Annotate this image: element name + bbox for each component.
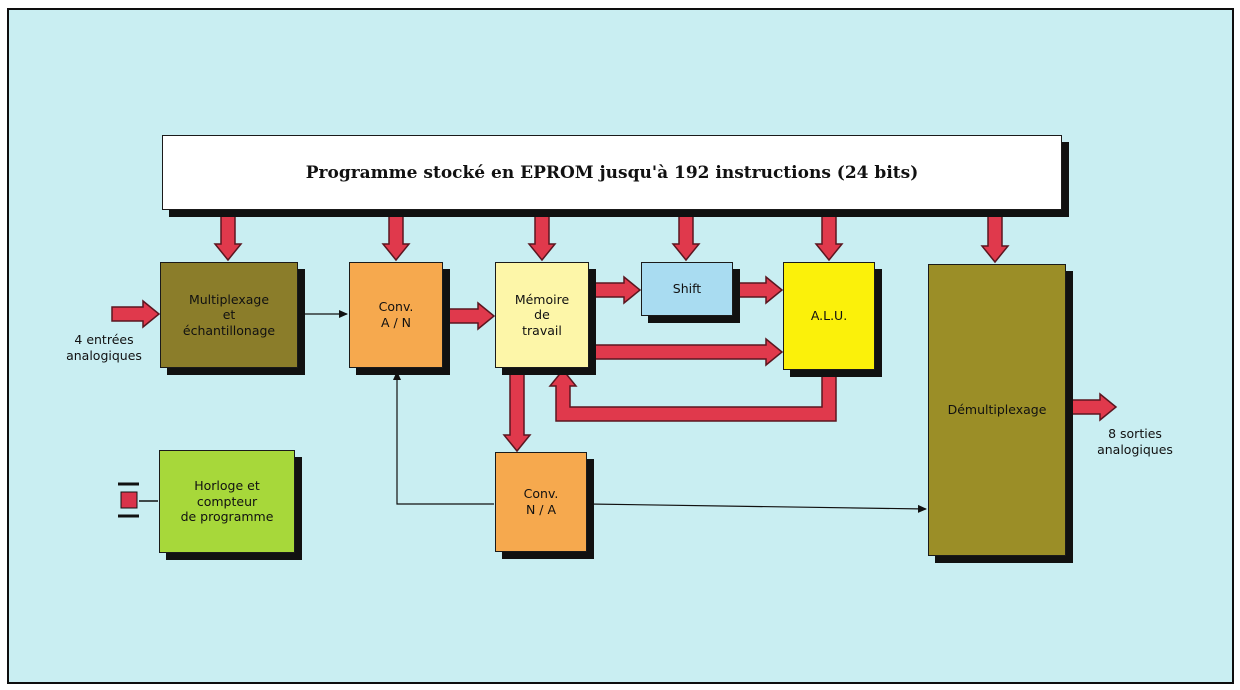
prog-to-alu-arrow bbox=[814, 212, 844, 262]
shift-to-alu-arrow bbox=[735, 275, 784, 305]
horloge-label: Horloge et compteur de programme bbox=[180, 478, 274, 525]
memoire-to-conv-na-arrow bbox=[502, 369, 532, 453]
memoire-to-shift-arrow bbox=[589, 275, 642, 305]
conv-an-block: Conv. A / N bbox=[349, 262, 443, 368]
multiplexage-label: Multiplexage et échantillonage bbox=[182, 291, 276, 338]
memoire-to-alu-arrow bbox=[589, 337, 784, 367]
conv-na-to-demultiplexage-line bbox=[587, 503, 927, 513]
alu-to-memoire-feedback-arrow bbox=[548, 368, 837, 422]
conv-an-label: Conv. A / N bbox=[378, 299, 414, 330]
conv-na-block: Conv. N / A bbox=[495, 452, 587, 552]
crystal-body bbox=[120, 491, 138, 509]
program-eprom-box: Programme stocké en EPROM jusqu'à 192 in… bbox=[162, 135, 1062, 210]
horloge-block: Horloge et compteur de programme bbox=[159, 450, 295, 553]
conv-na-label: Conv. N / A bbox=[523, 486, 559, 517]
prog-to-multiplexage-arrow bbox=[213, 212, 243, 262]
prog-to-shift-arrow bbox=[671, 212, 701, 262]
demultiplexage-block: Démultiplexage bbox=[928, 264, 1066, 556]
prog-to-conv-an-arrow bbox=[381, 212, 411, 262]
shift-label: Shift bbox=[672, 281, 702, 297]
conv-na-to-conv-an-line bbox=[393, 371, 494, 505]
inputs-arrow bbox=[111, 299, 161, 329]
prog-to-memoire-arrow bbox=[527, 212, 557, 262]
shift-block: Shift bbox=[641, 262, 733, 316]
outputs-label: 8 sorties analogiques bbox=[1097, 426, 1173, 457]
alu-block: A.L.U. bbox=[783, 262, 875, 370]
alu-label: A.L.U. bbox=[810, 308, 848, 324]
memoire-block: Mémoire de travail bbox=[495, 262, 589, 368]
demultiplexage-label: Démultiplexage bbox=[947, 402, 1047, 418]
multiplexage-block: Multiplexage et échantillonage bbox=[160, 262, 298, 368]
memoire-label: Mémoire de travail bbox=[514, 291, 570, 338]
outputs-arrow bbox=[1069, 392, 1118, 422]
program-eprom-label: Programme stocké en EPROM jusqu'à 192 in… bbox=[305, 162, 919, 183]
conv-an-to-memoire-arrow bbox=[443, 301, 496, 331]
inputs-label: 4 entrées analogiques bbox=[66, 332, 142, 363]
prog-to-demultiplexage-arrow bbox=[980, 212, 1010, 264]
